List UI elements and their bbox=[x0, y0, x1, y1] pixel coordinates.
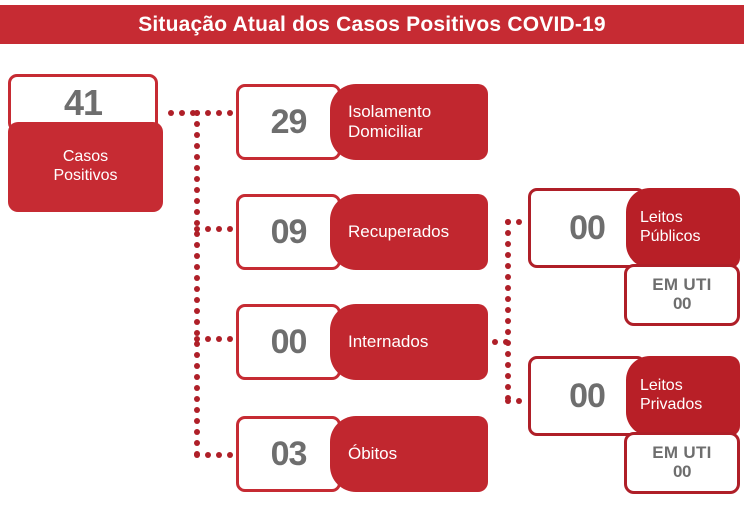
card-isolamento-domiciliar[interactable]: 29 Isolamento Domiciliar bbox=[236, 84, 488, 160]
metric-value: 00 bbox=[569, 377, 606, 415]
group-leitos-privados: 00 Leitos Privados EM UTI 00 bbox=[528, 356, 740, 494]
metric-value: 00 bbox=[569, 209, 606, 247]
label-panel: Leitos Públicos bbox=[626, 188, 740, 268]
metric-label: Leitos Privados bbox=[640, 377, 703, 413]
uti-label: EM UTI bbox=[652, 275, 712, 295]
card-leitos-privados-uti[interactable]: EM UTI 00 bbox=[624, 432, 740, 494]
value-panel: 09 bbox=[236, 194, 341, 270]
metric-value: 29 bbox=[270, 103, 308, 141]
metric-label: Isolamento Domiciliar bbox=[348, 101, 432, 141]
label-panel: Leitos Privados bbox=[626, 356, 740, 436]
label-panel: Óbitos bbox=[330, 416, 488, 492]
total-label-panel: Casos Positivos bbox=[8, 122, 163, 212]
label-panel: Recuperados bbox=[330, 194, 488, 270]
metric-label: Óbitos bbox=[348, 443, 398, 463]
metric-label: Leitos Públicos bbox=[640, 209, 701, 245]
card-internados[interactable]: 00 Internados bbox=[236, 304, 488, 380]
uti-value: 00 bbox=[673, 294, 691, 313]
page-title: Situação Atual dos Casos Positivos COVID… bbox=[138, 12, 606, 36]
group-leitos-publicos: 00 Leitos Públicos EM UTI 00 bbox=[528, 188, 740, 326]
card-recuperados[interactable]: 09 Recuperados bbox=[236, 194, 488, 270]
metric-label: Recuperados bbox=[348, 221, 450, 241]
value-panel: 00 bbox=[236, 304, 341, 380]
card-leitos-publicos[interactable]: 00 Leitos Públicos bbox=[528, 188, 740, 268]
card-casos-positivos[interactable]: 41 Casos Positivos bbox=[8, 74, 163, 212]
value-panel: 29 bbox=[236, 84, 341, 160]
metric-value: 03 bbox=[270, 435, 308, 473]
metric-value: 00 bbox=[270, 323, 308, 361]
metric-value: 09 bbox=[270, 213, 308, 251]
page-title-bar: Situação Atual dos Casos Positivos COVID… bbox=[0, 5, 744, 44]
uti-value: 00 bbox=[673, 462, 691, 481]
label-panel: Isolamento Domiciliar bbox=[330, 84, 488, 160]
label-panel: Internados bbox=[330, 304, 488, 380]
total-label: Casos Positivos bbox=[53, 148, 118, 184]
card-leitos-privados[interactable]: 00 Leitos Privados bbox=[528, 356, 740, 436]
total-value: 41 bbox=[63, 82, 103, 123]
uti-label: EM UTI bbox=[652, 443, 712, 463]
value-panel: 03 bbox=[236, 416, 341, 492]
card-obitos[interactable]: 03 Óbitos bbox=[236, 416, 488, 492]
metric-label: Internados bbox=[348, 331, 429, 351]
card-leitos-publicos-uti[interactable]: EM UTI 00 bbox=[624, 264, 740, 326]
